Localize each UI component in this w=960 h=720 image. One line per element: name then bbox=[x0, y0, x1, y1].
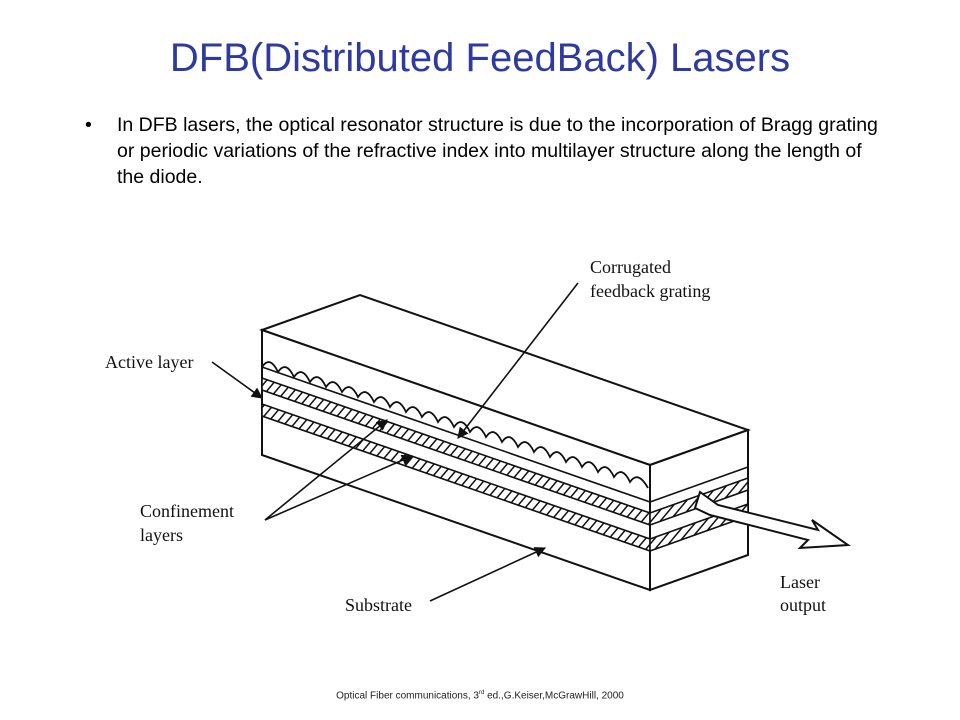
slide-title: DFB(Distributed FeedBack) Lasers bbox=[169, 36, 791, 80]
label-layers: layers bbox=[140, 525, 183, 545]
citation-suffix: ed.,G.Keiser,McGrawHill, 2000 bbox=[484, 690, 624, 702]
citation-prefix: Optical Fiber communications, 3 bbox=[336, 690, 479, 702]
label-output: output bbox=[780, 595, 826, 615]
label-feedback-grating: feedback grating bbox=[590, 281, 710, 301]
label-laser: Laser bbox=[780, 572, 820, 592]
dfb-laser-diagram: Corrugated feedback grating Active layer… bbox=[105, 257, 851, 615]
bullet-item: In DFB lasers, the optical resonator str… bbox=[85, 112, 885, 190]
corrugated-grating bbox=[261, 361, 649, 489]
label-confinement: Confinement bbox=[140, 501, 234, 521]
bullet-list: In DFB lasers, the optical resonator str… bbox=[85, 112, 885, 190]
laser-output-arrow bbox=[693, 490, 851, 550]
citation-superscript: rd bbox=[479, 690, 485, 696]
citation-footer: Optical Fiber communications, 3rd ed.,G.… bbox=[0, 690, 960, 701]
label-substrate: Substrate bbox=[345, 595, 412, 615]
label-active-layer: Active layer bbox=[105, 352, 193, 372]
label-corrugated: Corrugated bbox=[590, 257, 671, 277]
